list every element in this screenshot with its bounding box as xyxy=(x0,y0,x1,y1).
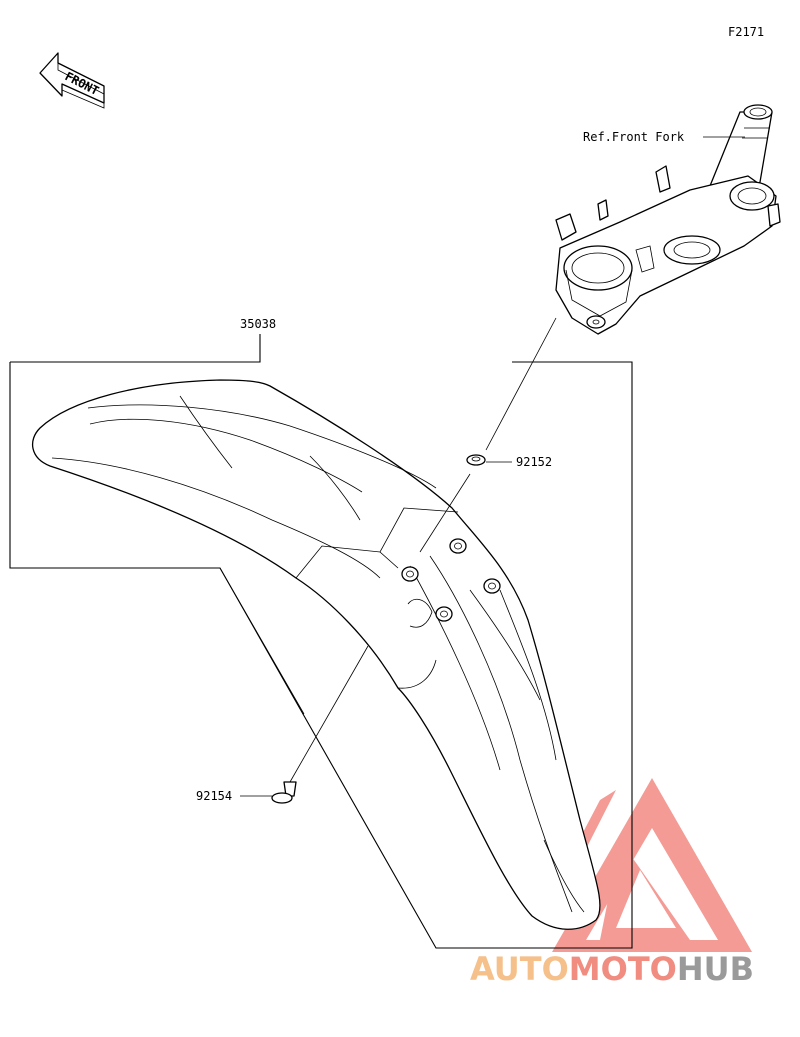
front-fork-bracket xyxy=(555,104,781,335)
front-arrow-icon: FRONT xyxy=(39,52,105,109)
washer-92152 xyxy=(419,317,557,553)
reference-label: Ref.Front Fork xyxy=(583,130,685,144)
figure-code: F2171 xyxy=(728,25,764,39)
assembly-bracket xyxy=(9,361,633,949)
part-number-92154: 92154 xyxy=(196,789,232,803)
front-direction-label: FRONT xyxy=(63,69,102,98)
bolt-92154 xyxy=(240,645,369,804)
fender-leader xyxy=(10,334,261,363)
part-number-35038: 35038 xyxy=(240,317,276,331)
bracket-diagonal xyxy=(219,567,305,715)
front-fender xyxy=(31,379,601,930)
part-number-92152: 92152 xyxy=(516,455,552,469)
